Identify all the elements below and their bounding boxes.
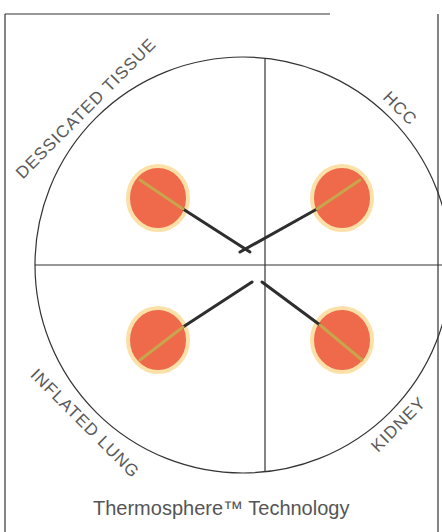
quadrant-label: INFLATED LUNG — [27, 365, 142, 480]
quadrant-circle — [35, 57, 442, 473]
ablation-zones — [128, 166, 372, 372]
quadrant-label: DESSICATED TISSUE — [13, 35, 160, 182]
probe-needles — [140, 180, 362, 360]
frame — [5, 14, 438, 532]
caption: Thermosphere™ Technology — [93, 498, 349, 518]
quadrant-label: HCC — [380, 88, 420, 128]
